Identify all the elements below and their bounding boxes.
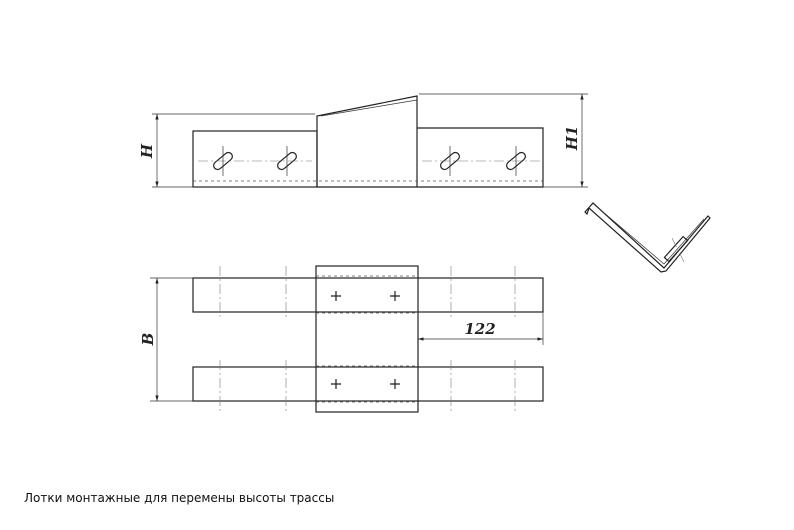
side-slope-section <box>316 95 418 188</box>
h-label: H <box>138 143 156 159</box>
profile-center-line <box>671 237 685 263</box>
h1-label: H1 <box>563 126 581 152</box>
length-label: 122 <box>464 320 495 338</box>
side-view: H H1 <box>138 93 588 188</box>
plan-bolt-marks <box>331 291 400 389</box>
side-left-section <box>192 130 318 188</box>
b-label: B <box>139 333 157 347</box>
plan-connecting-plate <box>315 265 419 413</box>
profile-view <box>584 202 711 273</box>
side-slots <box>213 151 526 171</box>
profile-bent-strip <box>584 202 711 273</box>
profile-inner-line <box>595 205 705 265</box>
plan-view: B 122 <box>139 265 544 413</box>
side-slope-thickness-line <box>320 99 418 117</box>
plan-hole-center-marks <box>219 266 516 412</box>
side-right-section <box>417 127 544 188</box>
plan-lower-strip <box>192 366 544 402</box>
drawing-caption: Лотки монтажные для перемены высоты трас… <box>24 491 335 505</box>
plan-upper-strip <box>192 277 544 313</box>
